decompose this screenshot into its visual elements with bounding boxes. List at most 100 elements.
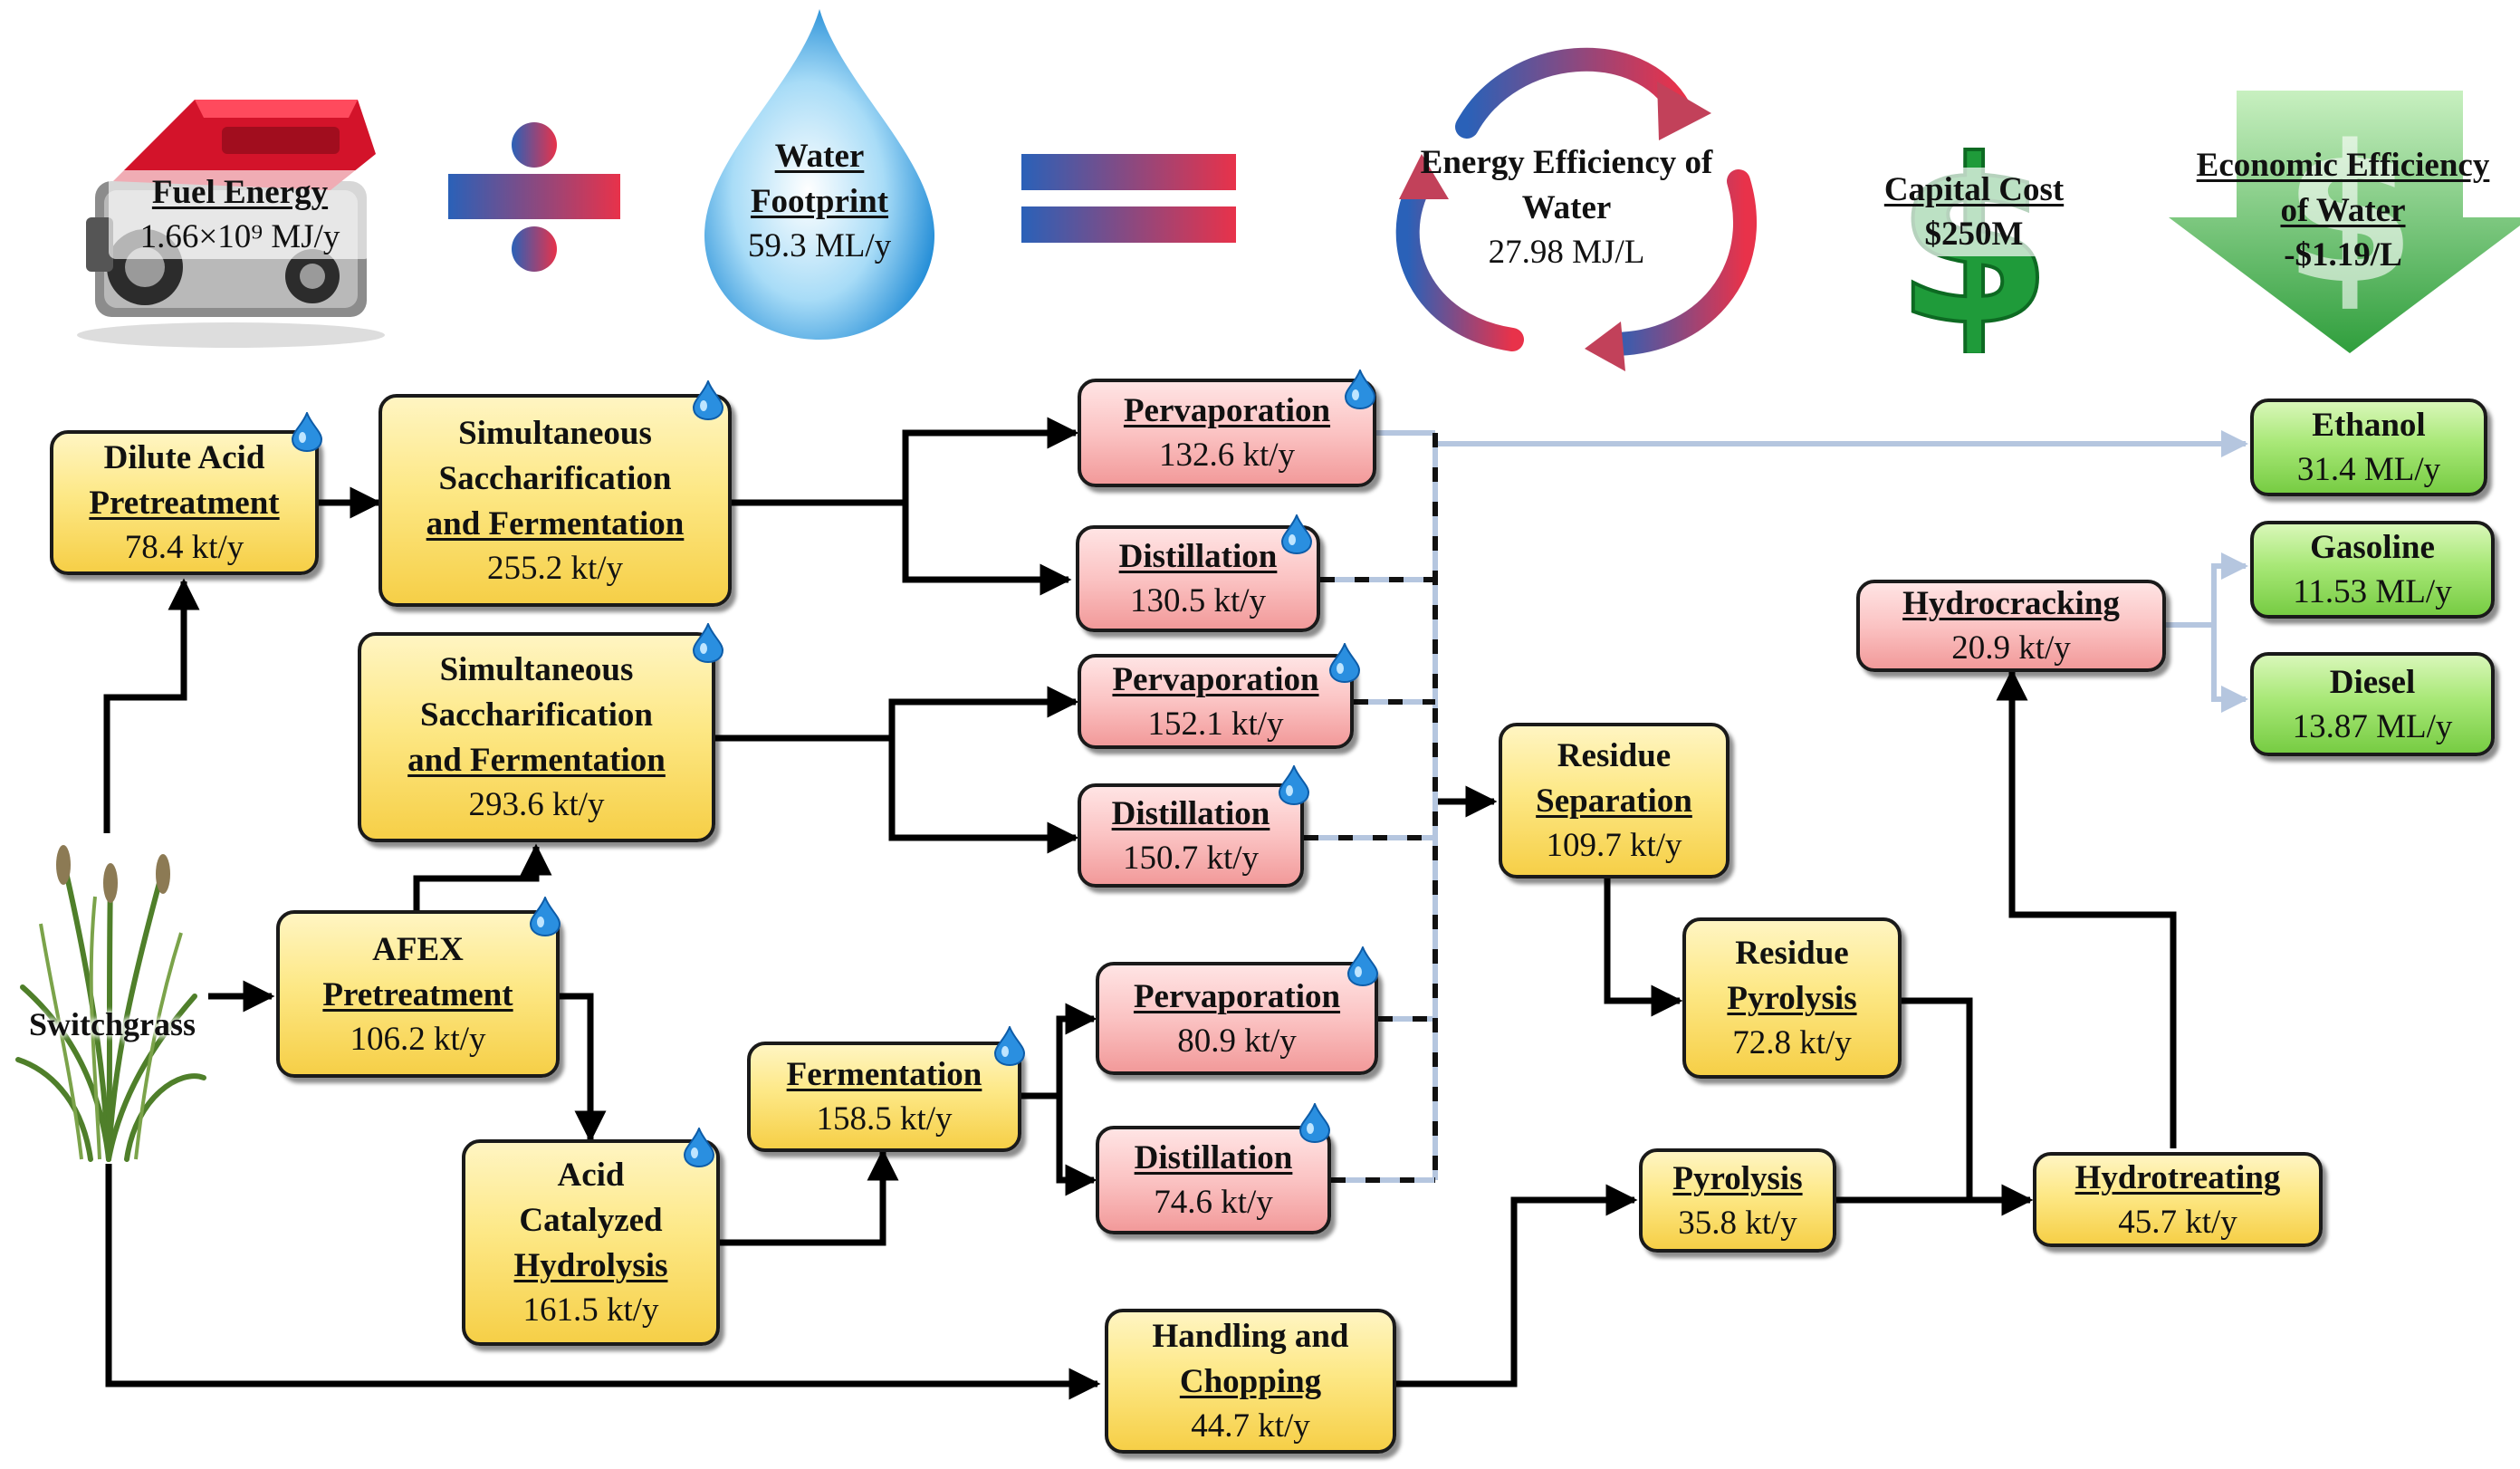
energy-efficiency-label: Energy Efficiency of Water 27.98 MJ/L xyxy=(1381,140,1752,274)
node-title: Acid xyxy=(557,1157,625,1194)
down-arrow-dollar-icon: $ xyxy=(2169,91,2520,353)
arrow-ssf2-to-perv2 xyxy=(888,686,1079,738)
arrow-ssf1-to-dist1 xyxy=(902,503,1072,596)
node-title: Diesel xyxy=(2329,663,2416,701)
node-title: Fermentation xyxy=(786,1056,982,1093)
arrow-residue-sep-to-residue-pyro xyxy=(1604,879,1683,1017)
node-value: 150.7 kt/y xyxy=(1122,839,1260,877)
node-title: Pervaporation xyxy=(1123,392,1331,429)
water-drop-icon xyxy=(693,623,723,663)
node-residue-separation[interactable]: Residue Separation 109.7 kt/y xyxy=(1499,723,1730,879)
arrow-switchgrass-to-dilute-acid xyxy=(103,578,200,833)
node-distillation-1[interactable]: Distillation 130.5 kt/y xyxy=(1076,525,1320,632)
node-title: Chopping xyxy=(1179,1363,1322,1400)
node-value: 293.6 kt/y xyxy=(468,786,605,823)
node-title: Residue xyxy=(1557,737,1672,774)
node-value: 106.2 kt/y xyxy=(350,1020,486,1058)
node-gasoline[interactable]: Gasoline 11.53 ML/y xyxy=(2250,521,2495,619)
node-residue-pyrolysis[interactable]: Residue Pyrolysis 72.8 kt/y xyxy=(1682,917,1902,1079)
node-title: AFEX xyxy=(372,930,464,968)
node-ssf-2[interactable]: Simultaneous Saccharification and Fermen… xyxy=(358,632,715,842)
arrow-hydrotreating-to-hydrocracking xyxy=(1996,668,2177,1148)
node-title: Simultaneous xyxy=(439,651,634,688)
economic-efficiency-title-2: of Water xyxy=(2280,192,2406,229)
water-footprint-title-2: Footprint xyxy=(750,183,889,220)
water-drop-icon xyxy=(693,380,723,420)
equals-icon xyxy=(1021,154,1236,243)
energy-efficiency-title-1: Energy Efficiency of xyxy=(1420,144,1713,181)
node-value: 74.6 kt/y xyxy=(1154,1184,1273,1221)
node-title: Saccharification xyxy=(420,696,653,734)
arrow-acid-hydrolysis-to-fermentation xyxy=(720,1148,899,1246)
economic-efficiency-value: -$1.19/L xyxy=(2284,236,2402,274)
node-title: Pretreatment xyxy=(89,485,280,522)
node-value: 109.7 kt/y xyxy=(1546,827,1682,864)
node-title: Simultaneous xyxy=(458,414,652,452)
node-diesel[interactable]: Diesel 13.87 ML/y xyxy=(2250,652,2495,756)
node-ethanol[interactable]: Ethanol 31.4 ML/y xyxy=(2250,398,2487,496)
node-title: Dilute Acid xyxy=(103,439,265,476)
water-drop-icon xyxy=(1299,1103,1330,1143)
water-drop-icon xyxy=(1281,514,1312,554)
node-value: 72.8 kt/y xyxy=(1732,1024,1852,1061)
node-title: Handling and xyxy=(1152,1318,1349,1355)
water-drop-icon xyxy=(292,412,322,452)
node-title: Saccharification xyxy=(438,459,672,497)
node-ssf-1[interactable]: Simultaneous Saccharification and Fermen… xyxy=(378,394,732,607)
node-title: Pyrolysis xyxy=(1727,980,1857,1017)
arrow-ssf2-to-dist2 xyxy=(888,738,1079,854)
arrow-handling-to-pyrolysis xyxy=(1396,1184,1638,1387)
node-title: Distillation xyxy=(1134,1139,1293,1176)
node-value: 78.4 kt/y xyxy=(124,529,244,566)
node-title: Gasoline xyxy=(2310,529,2435,566)
node-title: Hydrotreating xyxy=(2074,1158,2281,1196)
water-drop-icon xyxy=(1329,643,1360,683)
switchgrass-label: Switchgrass xyxy=(29,1006,196,1042)
water-footprint-title-1: Water xyxy=(774,138,865,175)
node-title: Hydrocracking xyxy=(1902,585,2120,622)
water-drop-icon xyxy=(684,1128,714,1167)
switchgrass-icon xyxy=(15,845,206,1162)
node-pervaporation-3[interactable]: Pervaporation 80.9 kt/y xyxy=(1096,962,1378,1075)
arrow-switchgrass-to-handling xyxy=(105,1164,1101,1400)
node-title: Separation xyxy=(1536,783,1692,820)
node-dilute-acid-pretreatment[interactable]: Dilute Acid Pretreatment 78.4 kt/y xyxy=(50,430,319,575)
fuel-energy-label: Fuel Energy 1.66×10⁹ MJ/y xyxy=(109,170,371,259)
node-title: Catalyzed xyxy=(519,1202,663,1239)
node-afex-pretreatment[interactable]: AFEX Pretreatment 106.2 kt/y xyxy=(276,910,560,1078)
node-pervaporation-1[interactable]: Pervaporation 132.6 kt/y xyxy=(1078,379,1376,487)
node-distillation-3[interactable]: Distillation 74.6 kt/y xyxy=(1096,1126,1331,1234)
divide-icon xyxy=(448,122,620,272)
arrow-fermentation-to-perv3 xyxy=(1056,1003,1097,1096)
node-hydrocracking[interactable]: Hydrocracking 20.9 kt/y xyxy=(1856,580,2166,672)
node-value: 158.5 kt/y xyxy=(816,1100,953,1138)
water-drop-icon xyxy=(1345,370,1375,409)
node-acid-catalyzed-hydrolysis[interactable]: Acid Catalyzed Hydrolysis 161.5 kt/y xyxy=(462,1139,720,1346)
node-title: Distillation xyxy=(1118,538,1278,575)
node-fermentation[interactable]: Fermentation 158.5 kt/y xyxy=(747,1042,1021,1152)
arrow-ssf1-to-perv1 xyxy=(902,417,1079,503)
economic-efficiency-title-1: Economic Efficiency xyxy=(2196,147,2490,184)
arrow-afex-to-acid-hydrolysis xyxy=(560,993,607,1143)
economic-efficiency-label: Economic Efficiency of Water -$1.19/L xyxy=(2169,143,2517,277)
node-pyrolysis[interactable]: Pyrolysis 35.8 kt/y xyxy=(1639,1148,1836,1253)
energy-efficiency-title-2: Water xyxy=(1521,189,1612,226)
node-distillation-2[interactable]: Distillation 150.7 kt/y xyxy=(1078,783,1304,888)
node-value: 11.53 ML/y xyxy=(2293,573,2452,610)
line-residue-pyro-to-hydrotreating xyxy=(1902,997,1973,1200)
capital-cost-title: Capital Cost xyxy=(1883,171,2065,208)
fuel-energy-title: Fuel Energy xyxy=(151,174,329,211)
node-value: 152.1 kt/y xyxy=(1147,705,1284,743)
water-drop-icon xyxy=(1279,765,1309,805)
water-drop-icon xyxy=(530,897,561,936)
water-drop-icon xyxy=(704,9,934,340)
node-title: Hydrolysis xyxy=(513,1247,668,1284)
node-title: Pervaporation xyxy=(1112,660,1319,698)
fuel-energy-value: 1.66×10⁹ MJ/y xyxy=(139,218,340,255)
node-handling-and-chopping[interactable]: Handling and Chopping 44.7 kt/y xyxy=(1105,1309,1396,1454)
node-title: Pretreatment xyxy=(322,975,513,1013)
node-hydrotreating[interactable]: Hydrotreating 45.7 kt/y xyxy=(2033,1152,2323,1247)
node-title: Pyrolysis xyxy=(1672,1159,1803,1197)
node-pervaporation-2[interactable]: Pervaporation 152.1 kt/y xyxy=(1078,654,1354,749)
